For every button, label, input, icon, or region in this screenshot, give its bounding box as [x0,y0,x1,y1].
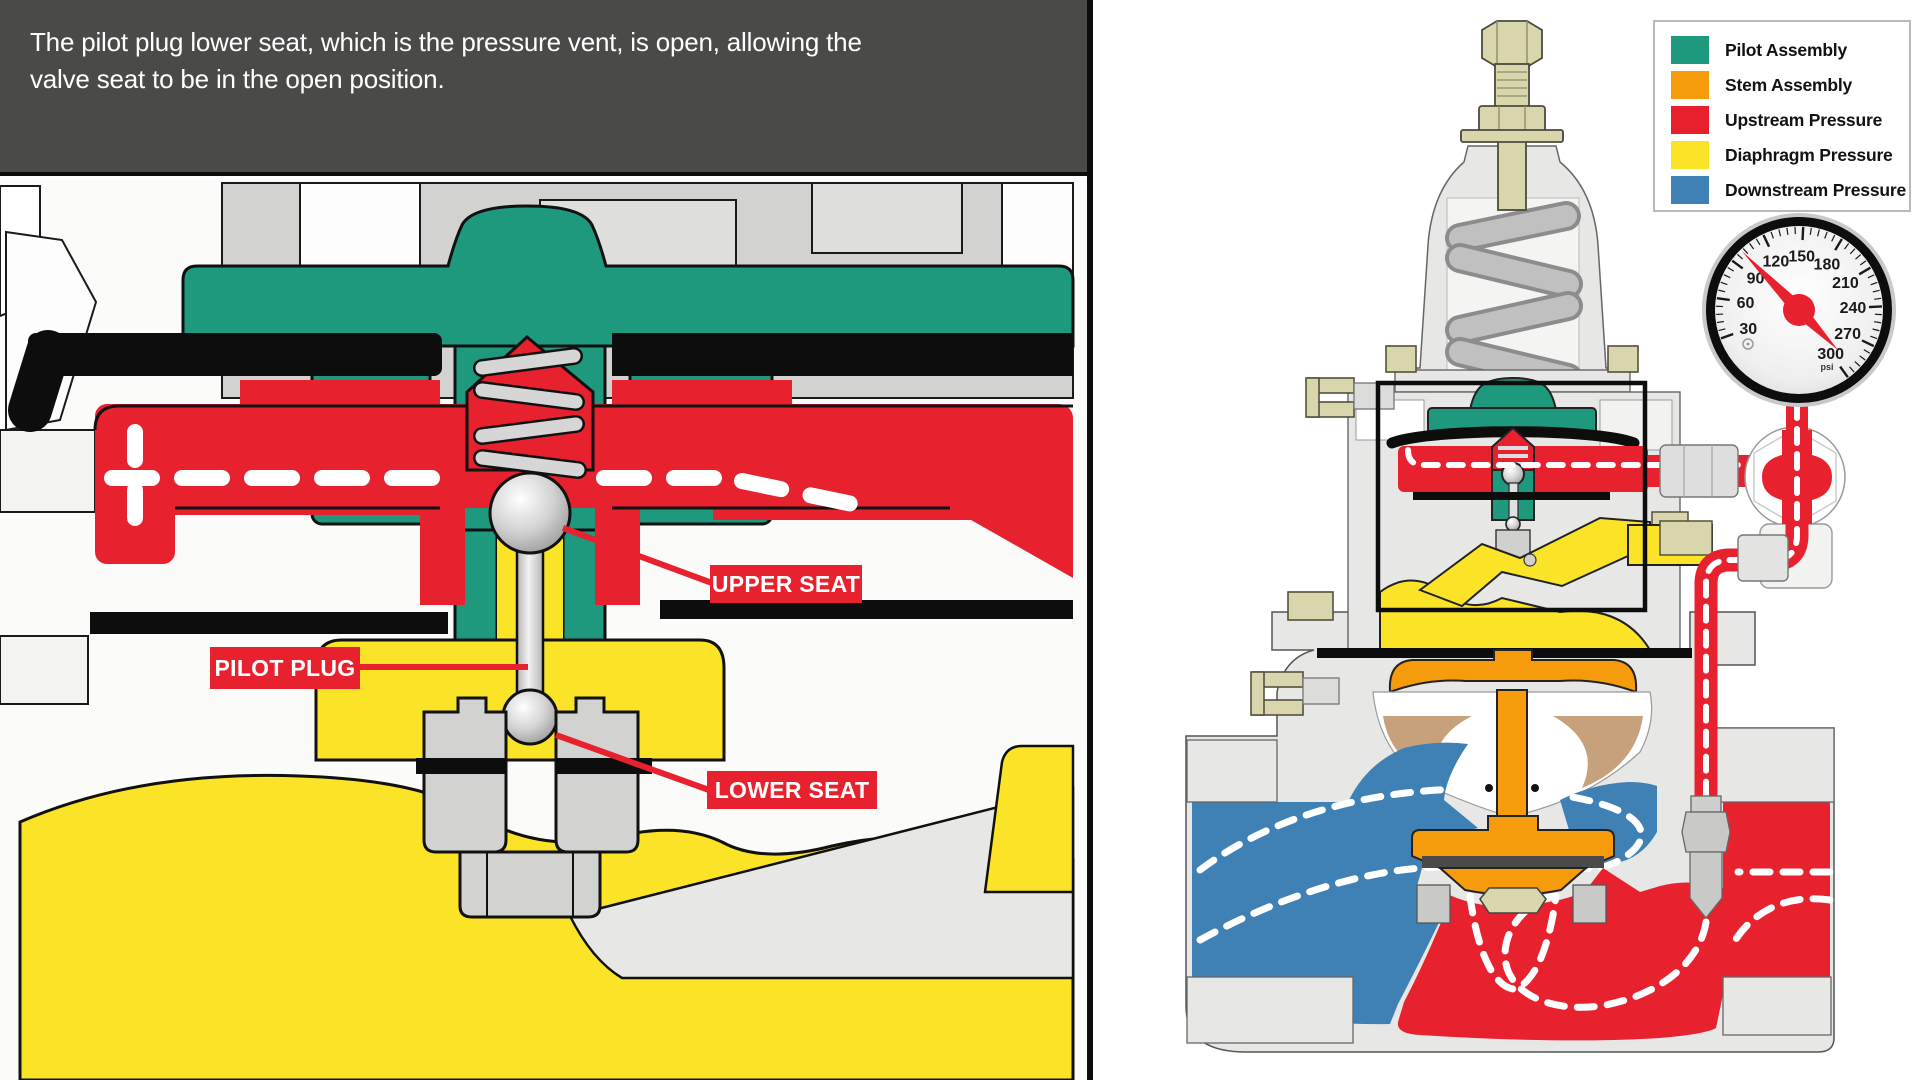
pilot-spring-coils [473,347,587,479]
upstream-region [1397,800,1830,1041]
legend-item-diaphragm-pressure: Diaphragm Pressure [1671,141,1893,169]
lower-bracket [1250,671,1304,716]
gauge-unit: psi [1820,362,1833,372]
upper-seat-label: UPPER SEAT [710,565,862,603]
svg-text:270: 270 [1834,326,1861,343]
caption-text: The pilot plug lower seat, which is the … [30,27,862,94]
valve-plug [1411,815,1615,869]
diaphragm-pressure-swatch [1671,141,1709,169]
leader-lines [357,525,714,793]
svg-text:150: 150 [1788,249,1815,266]
legend: Pilot Assembly Stem Assembly Upstream Pr… [1653,20,1911,212]
pilot-assembly-shape [181,204,1075,348]
svg-text:240: 240 [1840,300,1867,317]
gauge-ticks [1716,227,1882,378]
legend-item-pilot-assembly: Pilot Assembly [1671,36,1847,64]
downstream-region [1192,742,1478,1025]
svg-text:30: 30 [1739,321,1757,338]
svg-text:300: 300 [1817,346,1844,363]
pilot-bracket [1305,377,1355,418]
svg-text:120: 120 [1763,254,1790,271]
stem [1496,689,1528,839]
panel-divider [1087,0,1093,1080]
upstream-flow-dashes [104,424,870,553]
stem-assembly-swatch [1671,71,1709,99]
lower-seat-label: LOWER SEAT [707,771,877,809]
callout-rect [1375,380,1648,613]
pilot-plug-stem [515,543,545,699]
svg-text:90: 90 [1747,270,1765,287]
pilot-detail-drawing [0,180,1093,1080]
pilot-plug-label: PILOT PLUG [210,647,360,689]
caption-banner: The pilot plug lower seat, which is the … [0,0,1087,176]
legend-item-downstream-pressure: Downstream Pressure [1671,176,1906,204]
legend-item-upstream-pressure: Upstream Pressure [1671,106,1882,134]
adjusting-screw [1460,20,1564,211]
upper-seat-ball [488,471,572,555]
svg-text:60: 60 [1737,295,1755,312]
svg-text:210: 210 [1832,275,1859,292]
pilot-detail-panel: The pilot plug lower seat, which is the … [0,0,1093,1080]
upstream-flow-dashes [1466,868,1834,1011]
legend-item-stem-assembly: Stem Assembly [1671,71,1852,99]
pilot-assembly-swatch [1671,36,1709,64]
downstream-pressure-swatch [1671,176,1709,204]
lower-seat-ball [501,688,559,746]
upstream-pressure-swatch [1671,106,1709,134]
svg-text:180: 180 [1814,256,1841,273]
